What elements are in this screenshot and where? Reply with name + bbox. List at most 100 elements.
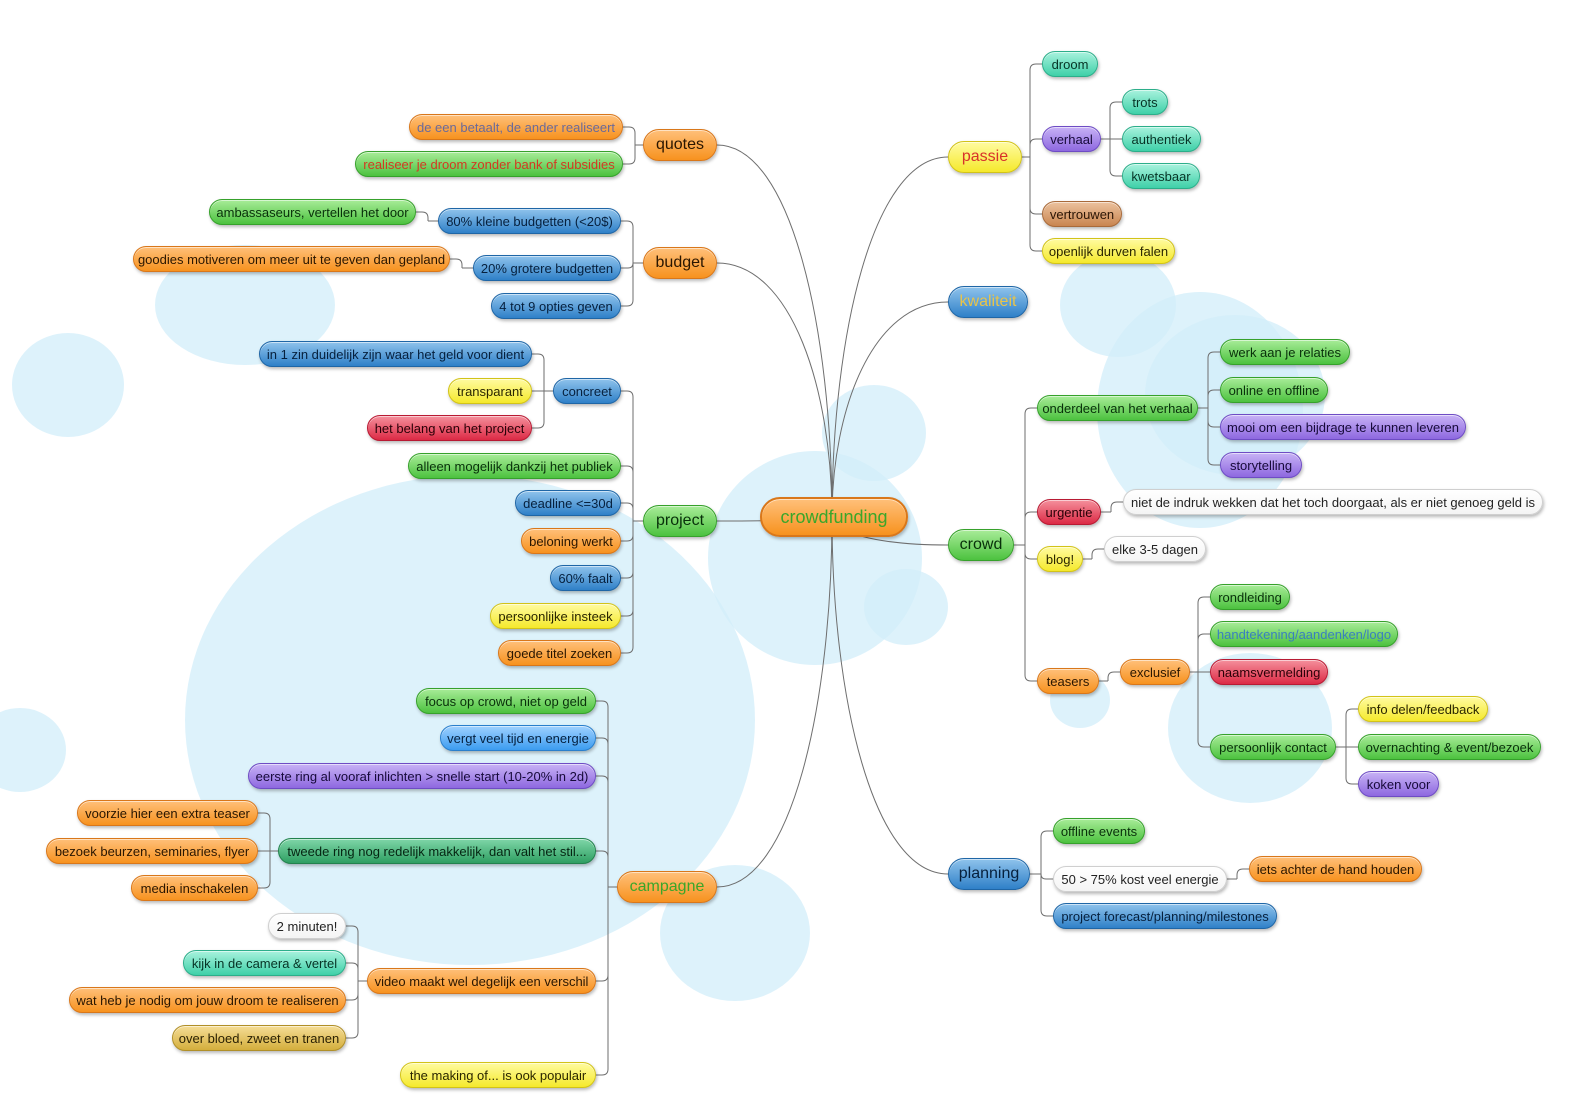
topic-label: storytelling — [1229, 457, 1293, 473]
topic-node-pa2c[interactable]: kwetsbaar — [1122, 163, 1200, 189]
topic-node-b1[interactable]: 80% kleine budgetten (<20$) — [438, 208, 621, 234]
topic-label: project — [655, 512, 705, 529]
topic-label: openlijk durven falen — [1048, 243, 1169, 259]
topic-node-cr2a[interactable]: niet de indruk wekken dat het toch doorg… — [1123, 489, 1543, 515]
topic-node-pa4[interactable]: openlijk durven falen — [1042, 238, 1175, 264]
topic-node-cr4a4b[interactable]: overnachting & event/bezoek — [1358, 734, 1541, 760]
topic-node-pl2a[interactable]: iets achter de hand houden — [1249, 856, 1422, 882]
topic-node-pa2[interactable]: verhaal — [1042, 126, 1101, 152]
topic-node-pl1[interactable]: offline events — [1053, 818, 1145, 844]
topic-label: eerste ring al vooraf inlichten > snelle… — [255, 768, 589, 784]
topic-node-q2[interactable]: realiseer je droom zonder bank of subsid… — [355, 151, 623, 177]
topic-node-c4a[interactable]: voorzie hier een extra teaser — [77, 800, 258, 826]
topic-label: exclusief — [1129, 664, 1181, 680]
topic-node-p6[interactable]: persoonlijke insteek — [490, 603, 621, 629]
topic-label: info delen/feedback — [1366, 701, 1480, 717]
main-topic-project[interactable]: project — [643, 505, 717, 537]
topic-node-c4b[interactable]: bezoek beurzen, seminaries, flyer — [46, 838, 258, 864]
topic-node-c6[interactable]: the making of... is ook populair — [400, 1062, 596, 1088]
topic-node-cr3a[interactable]: elke 3-5 dagen — [1104, 536, 1206, 562]
topic-label: goede titel zoeken — [506, 645, 613, 661]
topic-label: alleen mogelijk dankzij het publiek — [416, 458, 613, 474]
topic-node-c5d[interactable]: over bloed, zweet en tranen — [172, 1025, 346, 1051]
topic-label: iets achter de hand houden — [1256, 861, 1415, 877]
topic-node-c5a[interactable]: 2 minuten! — [268, 913, 346, 939]
topic-label: het belang van het project — [374, 420, 525, 436]
topic-node-pl2[interactable]: 50 > 75% kost veel energie — [1053, 866, 1227, 892]
topic-node-cr1a[interactable]: werk aan je relaties — [1220, 339, 1350, 365]
topic-label: urgentie — [1045, 504, 1093, 520]
topic-node-c4c[interactable]: media inschakelen — [131, 875, 258, 901]
topic-node-c5[interactable]: video maakt wel degelijk een verschil — [367, 968, 596, 994]
topic-node-p7[interactable]: goede titel zoeken — [498, 640, 621, 666]
topic-label: verhaal — [1050, 131, 1093, 147]
topic-node-cr4a1[interactable]: rondleiding — [1210, 584, 1290, 610]
topic-node-b1a[interactable]: ambassaseurs, vertellen het door — [209, 199, 416, 225]
topic-node-cr1[interactable]: onderdeel van het verhaal — [1037, 395, 1198, 421]
topic-label: tweede ring nog redelijk makkelijk, dan … — [287, 843, 587, 859]
topic-node-p4[interactable]: beloning werkt — [521, 528, 621, 554]
topic-label: niet de indruk wekken dat het toch doorg… — [1131, 494, 1535, 510]
topic-node-cr4[interactable]: teasers — [1037, 668, 1099, 694]
topic-node-pl3[interactable]: project forecast/planning/milestones — [1053, 903, 1277, 929]
topic-node-p1c[interactable]: het belang van het project — [367, 415, 532, 441]
main-topic-budget[interactable]: budget — [643, 247, 717, 279]
topic-node-p3[interactable]: deadline <=30d — [515, 490, 621, 516]
topic-node-pa2a[interactable]: trots — [1122, 89, 1168, 115]
topic-node-c1[interactable]: focus op crowd, niet op geld — [416, 688, 596, 714]
topic-node-c5c[interactable]: wat heb je nodig om jouw droom te realis… — [69, 987, 346, 1013]
topic-node-q1[interactable]: de een betaalt, de ander realiseert — [409, 114, 623, 140]
topic-label: kwetsbaar — [1131, 168, 1191, 184]
topic-label: in 1 zin duidelijk zijn waar het geld vo… — [266, 346, 525, 362]
topic-node-p2[interactable]: alleen mogelijk dankzij het publiek — [408, 453, 621, 479]
topic-node-cr4a4a[interactable]: info delen/feedback — [1358, 696, 1488, 722]
topic-node-cr1d[interactable]: storytelling — [1220, 452, 1302, 478]
main-topic-crowd[interactable]: crowd — [948, 529, 1014, 561]
topic-label: budget — [655, 254, 705, 271]
topic-node-cr4a4c[interactable]: koken voor — [1358, 771, 1439, 797]
topic-node-cr2[interactable]: urgentie — [1037, 499, 1101, 525]
topic-node-cr1c[interactable]: mooi om een bijdrage te kunnen leveren — [1220, 414, 1466, 440]
topic-node-c2[interactable]: vergt veel tijd en energie — [440, 725, 596, 751]
topic-node-c4[interactable]: tweede ring nog redelijk makkelijk, dan … — [278, 838, 596, 864]
topic-node-cr4a[interactable]: exclusief — [1120, 659, 1190, 685]
topic-node-c5b[interactable]: kijk in de camera & vertel — [183, 950, 346, 976]
topic-label: wat heb je nodig om jouw droom te realis… — [76, 992, 339, 1008]
topic-label: mooi om een bijdrage te kunnen leveren — [1227, 419, 1459, 435]
topic-label: crowd — [959, 536, 1003, 553]
topic-label: ambassaseurs, vertellen het door — [216, 204, 409, 220]
topic-label: vergt veel tijd en energie — [447, 730, 589, 746]
topic-node-cr4a4[interactable]: persoonlijk contact — [1210, 734, 1336, 760]
topic-node-cr1b[interactable]: online en offline — [1220, 377, 1328, 403]
topic-node-pa1[interactable]: droom — [1042, 51, 1098, 77]
topic-label: naamsvermelding — [1217, 664, 1321, 680]
central-topic[interactable]: crowdfunding — [760, 497, 908, 537]
topic-node-pa2b[interactable]: authentiek — [1122, 126, 1201, 152]
topic-node-cr4a3[interactable]: naamsvermelding — [1210, 659, 1328, 685]
topic-node-p1[interactable]: concreet — [553, 378, 621, 404]
topic-node-b2[interactable]: 20% grotere budgetten — [473, 255, 621, 281]
main-topic-planning[interactable]: planning — [948, 858, 1030, 890]
topic-node-p5[interactable]: 60% faalt — [550, 565, 621, 591]
topic-node-pa3[interactable]: vertrouwen — [1042, 201, 1122, 227]
topic-label: planning — [958, 865, 1020, 882]
topic-label: voorzie hier een extra teaser — [85, 805, 250, 821]
topic-node-p1b[interactable]: transparant — [448, 378, 532, 404]
topic-label: focus op crowd, niet op geld — [425, 693, 587, 709]
topic-label: over bloed, zweet en tranen — [178, 1030, 340, 1046]
topic-node-cr3[interactable]: blog! — [1037, 546, 1083, 572]
topic-node-p1a[interactable]: in 1 zin duidelijk zijn waar het geld vo… — [259, 341, 532, 367]
topic-label: beloning werkt — [529, 533, 613, 549]
main-topic-quotes[interactable]: quotes — [643, 129, 717, 161]
main-topic-campagne[interactable]: campagne — [617, 871, 717, 903]
topic-label: teasers — [1046, 673, 1090, 689]
main-topic-passie[interactable]: passie — [948, 141, 1022, 173]
topic-node-b2a[interactable]: goodies motiveren om meer uit te geven d… — [133, 246, 450, 272]
topic-node-b3[interactable]: 4 tot 9 opties geven — [491, 293, 621, 319]
main-topic-kwaliteit[interactable]: kwaliteit — [948, 286, 1028, 318]
topic-node-cr4a2[interactable]: handtekening/aandenken/logo — [1210, 621, 1398, 647]
topic-label: blog! — [1045, 551, 1075, 567]
topic-node-c3[interactable]: eerste ring al vooraf inlichten > snelle… — [248, 763, 596, 789]
topic-label: video maakt wel degelijk een verschil — [374, 973, 589, 989]
topic-label: offline events — [1060, 823, 1138, 839]
